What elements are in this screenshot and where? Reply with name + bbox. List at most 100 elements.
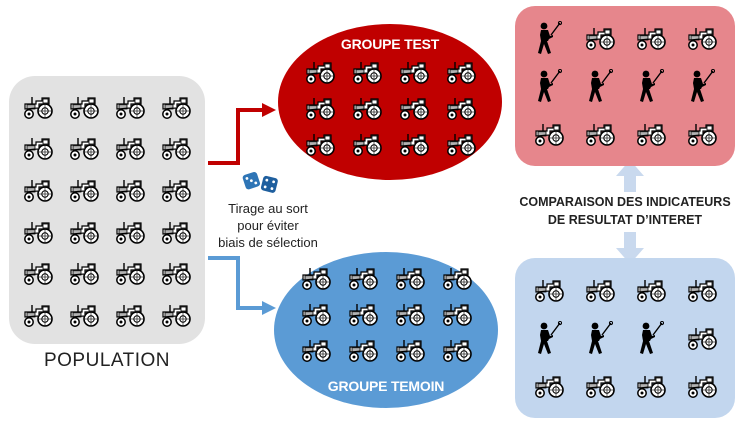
tractor-icon xyxy=(686,26,718,50)
tractor-cell xyxy=(339,296,386,332)
tractor-icon xyxy=(635,278,667,302)
tractor-cell xyxy=(523,266,574,314)
tractor-icon xyxy=(584,26,616,50)
tractor-cell xyxy=(61,253,107,295)
test-group-ellipse xyxy=(278,24,502,180)
tractor-cell xyxy=(433,296,480,332)
tractor-icon xyxy=(160,136,192,160)
tractor-icon xyxy=(394,338,426,362)
tractor-cell xyxy=(433,332,480,368)
tractor-cell xyxy=(61,169,107,211)
tractor-icon xyxy=(441,266,473,290)
tractor-icon xyxy=(304,60,336,84)
randomization-caption: Tirage au sort pour éviter biais de séle… xyxy=(206,200,330,251)
tractor-icon xyxy=(398,60,430,84)
tractor-cell xyxy=(153,294,199,336)
tractor-cell xyxy=(676,314,727,362)
walker-cell xyxy=(523,14,574,62)
tractor-icon xyxy=(351,60,383,84)
tractor-icon xyxy=(22,178,54,202)
walker-icon xyxy=(638,69,664,103)
tractor-icon xyxy=(68,136,100,160)
tractor-icon xyxy=(584,122,616,146)
tractor-icon xyxy=(394,266,426,290)
tractor-icon xyxy=(533,374,565,398)
tractor-cell xyxy=(15,86,61,128)
tractor-cell xyxy=(292,296,339,332)
tractor-icon xyxy=(398,96,430,120)
tractor-cell xyxy=(339,332,386,368)
tractor-cell xyxy=(343,54,390,90)
tractor-icon xyxy=(686,122,718,146)
walker-icon xyxy=(638,321,664,355)
tractor-icon xyxy=(441,338,473,362)
arrow-to-control-group xyxy=(208,256,268,310)
tractor-cell xyxy=(296,126,343,162)
walker-icon xyxy=(536,321,562,355)
tractor-icon xyxy=(22,95,54,119)
tractor-cell xyxy=(339,260,386,296)
tractor-cell xyxy=(153,169,199,211)
tractor-icon xyxy=(347,338,379,362)
tractor-cell xyxy=(437,126,484,162)
tractor-cell xyxy=(153,211,199,253)
caption-line-1: Tirage au sort xyxy=(228,201,308,216)
walker-cell xyxy=(574,314,625,362)
tractor-cell xyxy=(625,266,676,314)
tractor-icon xyxy=(114,303,146,327)
tractor-icon xyxy=(533,122,565,146)
tractor-icon xyxy=(533,278,565,302)
tractor-cell xyxy=(15,253,61,295)
tractor-cell xyxy=(625,110,676,158)
tractor-cell xyxy=(437,90,484,126)
walker-cell xyxy=(676,62,727,110)
caption-line-2: pour éviter xyxy=(237,218,299,233)
control-group-label: GROUPE TEMOIN xyxy=(327,378,445,394)
tractor-cell xyxy=(676,266,727,314)
walker-icon xyxy=(689,69,715,103)
tractor-cell xyxy=(61,294,107,336)
tractor-icon xyxy=(686,326,718,350)
tractor-icon xyxy=(68,220,100,244)
tractor-cell xyxy=(386,260,433,296)
tractor-icon xyxy=(445,60,477,84)
tractor-icon xyxy=(347,266,379,290)
tractor-cell xyxy=(625,14,676,62)
tractor-icon xyxy=(635,374,667,398)
tractor-cell xyxy=(574,110,625,158)
tractor-icon xyxy=(398,132,430,156)
tractor-icon xyxy=(300,338,332,362)
walker-cell xyxy=(625,314,676,362)
tractor-cell xyxy=(676,362,727,410)
tractor-cell xyxy=(343,90,390,126)
tractor-icon xyxy=(304,96,336,120)
tractor-icon xyxy=(394,302,426,326)
tractor-cell xyxy=(153,253,199,295)
caption-line-3: biais de sélection xyxy=(218,235,318,250)
tractor-cell xyxy=(390,126,437,162)
tractor-icon xyxy=(686,278,718,302)
tractor-cell xyxy=(296,90,343,126)
tractor-icon xyxy=(300,302,332,326)
tractor-cell xyxy=(107,253,153,295)
walker-icon xyxy=(587,321,613,355)
tractor-cell xyxy=(386,332,433,368)
tractor-cell xyxy=(386,296,433,332)
tractor-cell xyxy=(676,14,727,62)
tractor-cell xyxy=(523,110,574,158)
tractor-icon xyxy=(160,178,192,202)
population-box xyxy=(9,76,205,344)
test-group-grid xyxy=(296,54,484,162)
tractor-icon xyxy=(68,261,100,285)
tractor-cell xyxy=(61,128,107,170)
tractor-cell xyxy=(153,128,199,170)
tractor-cell xyxy=(433,260,480,296)
tractor-icon xyxy=(160,95,192,119)
tractor-cell xyxy=(107,169,153,211)
dice-icon xyxy=(242,172,278,193)
tractor-icon xyxy=(584,278,616,302)
tractor-cell xyxy=(107,128,153,170)
tractor-cell xyxy=(574,362,625,410)
tractor-cell xyxy=(15,128,61,170)
tractor-cell xyxy=(292,332,339,368)
